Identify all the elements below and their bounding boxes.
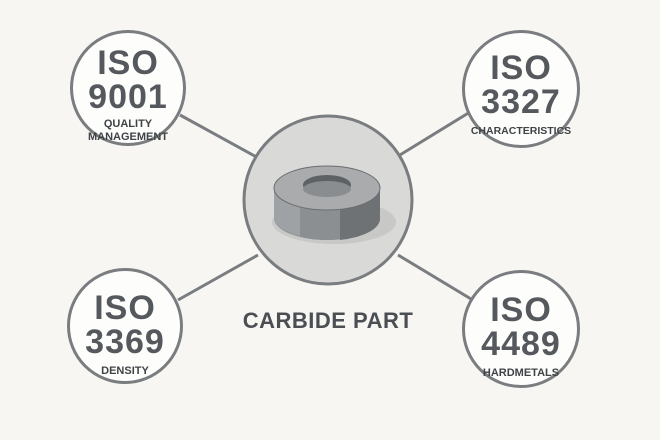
carbide-ring-icon (272, 165, 396, 244)
standard-description: MANAGEMENT (87, 131, 169, 143)
standard-node-iso-4489: ISO 4489 HARDMETALS (462, 270, 580, 388)
standard-node-iso-3369: ISO 3369 DENSITY (67, 268, 183, 384)
standard-description: QUALITY (103, 118, 153, 130)
standard-iso-label: ISO (94, 289, 156, 327)
standard-iso-label: ISO (490, 291, 552, 329)
connector-line-4489 (397, 253, 477, 304)
standard-iso-label: ISO (490, 49, 552, 87)
standard-number: 9001 (88, 78, 168, 116)
standard-description: DENSITY (101, 365, 149, 377)
center-label: CARBIDE PART (242, 308, 414, 333)
standard-node-iso-9001: ISO 9001 QUALITY MANAGEMENT (70, 30, 186, 146)
standard-node-iso-3327: ISO 3327 CHARACTERISTICS (462, 30, 580, 148)
standard-description: CHARACTERISTICS (470, 125, 572, 137)
connector-line-3327 (394, 110, 471, 160)
connector-line-9001 (179, 113, 263, 162)
standard-iso-label: ISO (97, 44, 159, 82)
standard-number: 4489 (481, 325, 561, 363)
connector-line-3369 (177, 253, 259, 302)
standard-number: 3369 (85, 323, 165, 361)
standard-description: HARDMETALS (482, 367, 560, 379)
standard-number: 3327 (481, 83, 561, 121)
